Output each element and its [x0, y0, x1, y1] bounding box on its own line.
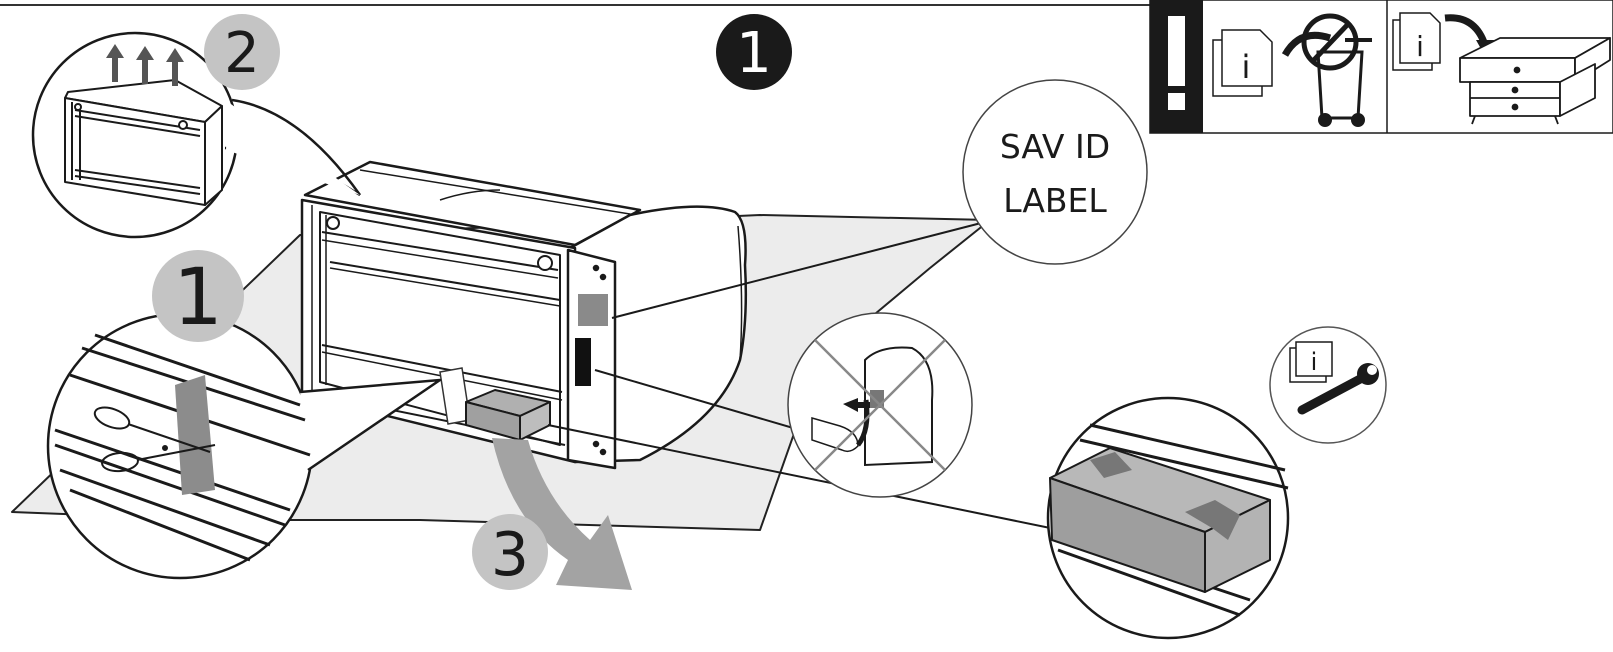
remove-box-arrow [492, 438, 632, 590]
svg-text:i: i [1242, 48, 1251, 86]
leader-lines [547, 221, 1061, 531]
manual-icon: i [1212, 29, 1273, 97]
svg-text:1: 1 [173, 253, 223, 343]
svg-text:3: 3 [491, 520, 529, 590]
svg-text:i: i [1416, 30, 1424, 63]
tape-piece [175, 375, 215, 495]
box-inset [1046, 396, 1290, 640]
power-connector [575, 338, 591, 386]
accessory-box [465, 389, 551, 441]
tools-info-icon: i [1269, 326, 1387, 444]
svg-text:SAV ID: SAV ID [1000, 127, 1110, 166]
tape-inset [46, 312, 442, 580]
sav-id-callout: SAV ID LABEL [962, 79, 1148, 265]
manual-icon-2: i [1392, 12, 1441, 71]
sav-id-label-plate [578, 294, 608, 326]
svg-text:LABEL: LABEL [1003, 181, 1107, 220]
step-number-badge: 1 [716, 14, 792, 90]
wrench-icon [1297, 363, 1379, 415]
lift-arrows [106, 44, 184, 86]
scissors-icon [93, 406, 216, 473]
substep-badge-2: 2 [204, 14, 280, 90]
no-cord-pull-inset [787, 312, 973, 498]
svg-text:1: 1 [736, 21, 772, 86]
substep-badge-1: 1 [152, 250, 244, 343]
lift-inset [31, 31, 362, 239]
substep-badge-3: 3 [472, 514, 548, 590]
svg-text:2: 2 [224, 21, 260, 86]
no-dispose-bin-icon [1281, 13, 1372, 127]
dresser-icon [1459, 37, 1611, 125]
svg-text:i: i [1311, 348, 1318, 376]
info-panel: i i [1149, 0, 1613, 134]
